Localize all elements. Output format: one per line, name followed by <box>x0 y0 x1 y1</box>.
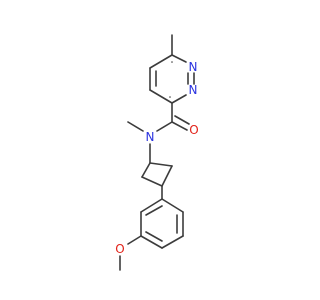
bond-bz-6-inner <box>145 205 163 216</box>
bond-cb-2 <box>161 165 173 187</box>
bond-ring-c6-n1 <box>171 54 187 63</box>
bond-carbonyl-o-double <box>174 115 190 125</box>
bond-ring-c5-c6 <box>149 54 173 69</box>
atom-n1: N <box>189 60 198 74</box>
atom-n-amide: N <box>146 130 155 144</box>
bond-bz-1 <box>161 198 184 213</box>
atom-o-carbonyl: O <box>189 123 198 137</box>
atom-o-ether: O <box>115 242 124 256</box>
bond-carbonyl-o <box>171 121 188 131</box>
bond-bz-3 <box>161 235 184 249</box>
bond-cb-3 <box>141 176 163 187</box>
bond-cb-1 <box>149 162 173 167</box>
bond-bz-4 <box>140 235 163 249</box>
bond-bz-6 <box>140 198 163 213</box>
bond-carbonyl-n <box>156 121 173 132</box>
bond-ring-n2-c3 <box>171 94 187 104</box>
bond-bz-4-inner <box>145 231 163 242</box>
molecule-diagram: N N O N O <box>115 34 199 271</box>
bond-n-methyl <box>127 121 144 132</box>
atom-labels: N N O N O <box>115 60 198 256</box>
bond-cb-4 <box>141 162 151 178</box>
bonds <box>119 34 195 271</box>
bond-aryl-o <box>127 235 142 245</box>
structure-svg: N N O N O <box>115 34 199 271</box>
atom-n2: N <box>189 83 198 97</box>
bond-ring-c3-c4 <box>149 89 173 104</box>
